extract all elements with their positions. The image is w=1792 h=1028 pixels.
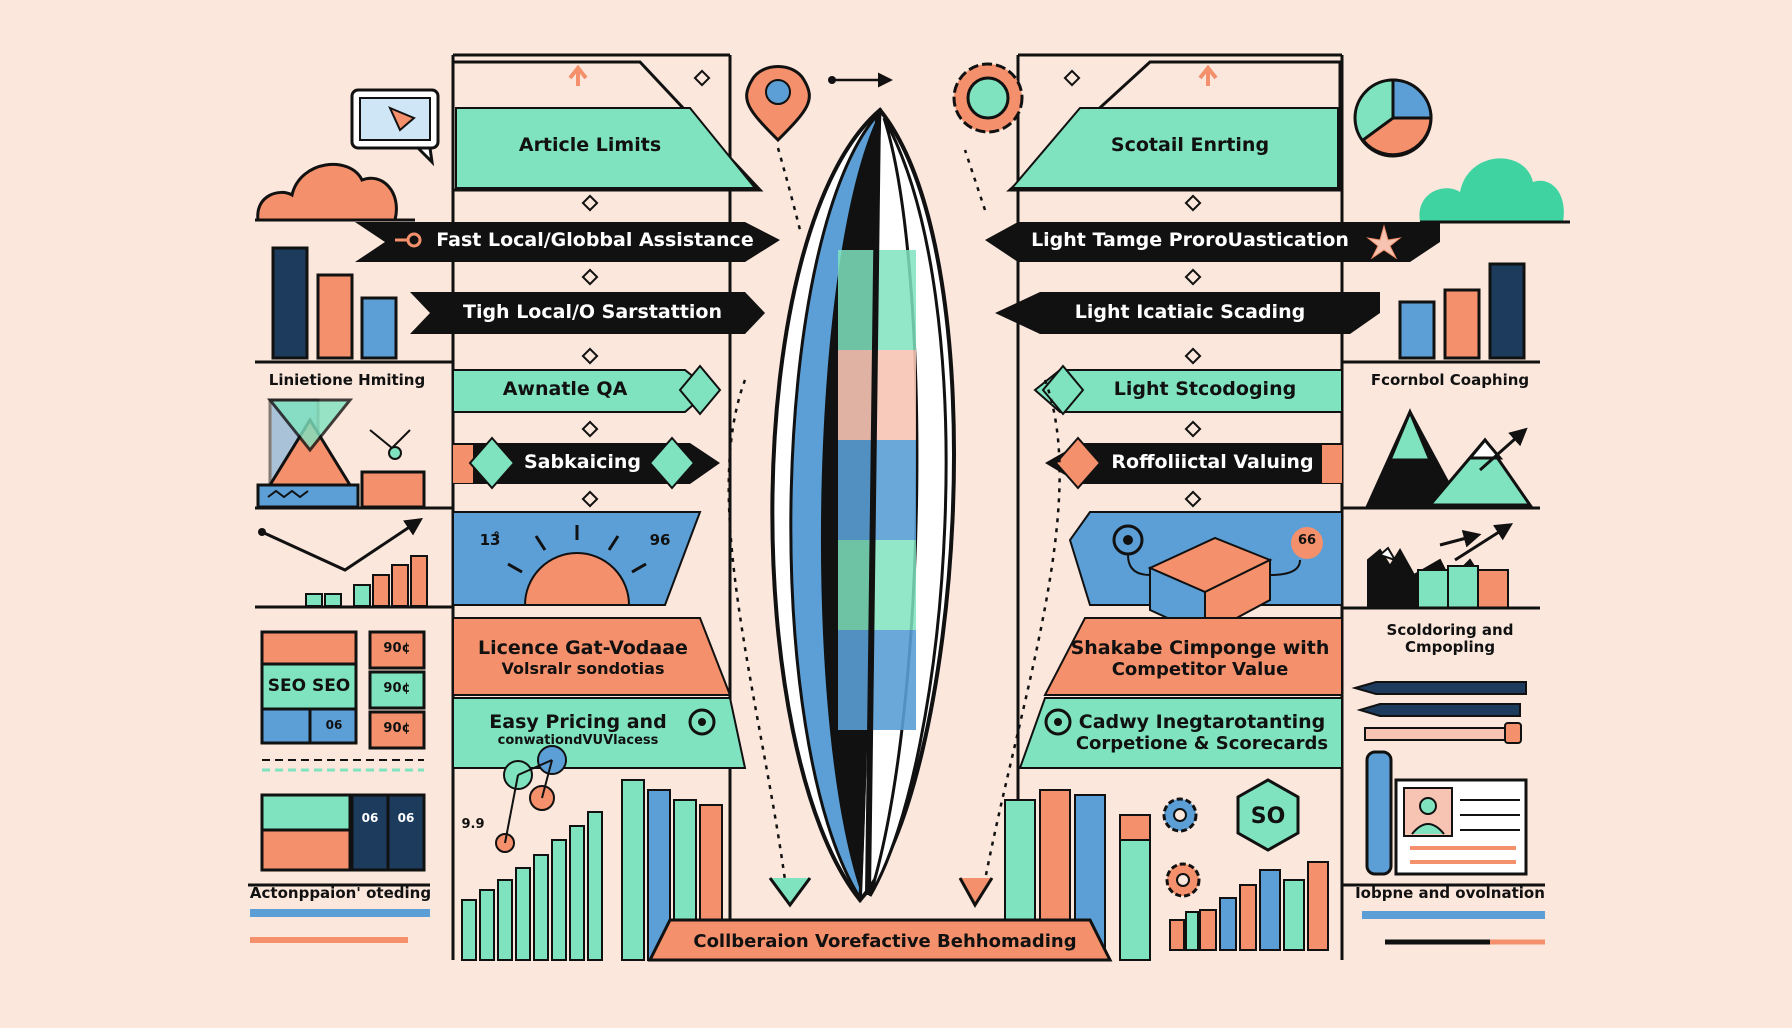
right-block-1-text: Shakabe Cimponge with Competitor Value bbox=[1070, 637, 1330, 680]
gear-icon bbox=[952, 62, 1024, 134]
check-icon bbox=[958, 877, 994, 908]
hexagon-badge-label: SO bbox=[1250, 804, 1286, 829]
scatter-value: 9.9 bbox=[461, 817, 485, 832]
left-block-1 bbox=[452, 617, 732, 696]
left-block-2 bbox=[452, 697, 747, 769]
right-header-shape bbox=[1006, 60, 1342, 192]
left-panel-header: Article Limits bbox=[518, 134, 662, 156]
pie-chart-icon bbox=[1353, 78, 1433, 158]
trend-line-icon bbox=[261, 518, 423, 572]
left-row-2-ribbon bbox=[410, 292, 765, 334]
sun-number-right: 96 bbox=[649, 531, 671, 549]
right-label-evaluation: Iobpne and ovolnation bbox=[1355, 884, 1545, 902]
left-row-3-label: Awnatle QA bbox=[502, 378, 628, 400]
right-row-1-label: Light Tamge ProroUastication bbox=[1031, 229, 1349, 251]
target-icon bbox=[1044, 708, 1072, 736]
sun-rays bbox=[507, 525, 647, 574]
right-small-bars bbox=[1169, 861, 1329, 951]
right-block-2-text: Cadwy Inegtarotanting Corpetione & Score… bbox=[1075, 711, 1329, 754]
seo-table bbox=[260, 630, 426, 750]
left-growth-bars bbox=[305, 555, 428, 607]
sun-icon bbox=[523, 552, 631, 606]
cube-icon bbox=[1147, 536, 1273, 637]
dark-cell-2: 06 bbox=[397, 811, 415, 825]
right-row-1-ribbon bbox=[985, 222, 1440, 262]
left-row-4-ribbon bbox=[453, 443, 720, 484]
diamond-icon bbox=[1054, 436, 1102, 490]
right-label-scaldoring: Scoldoring and Cmpopling bbox=[1386, 621, 1514, 657]
pencil-icons bbox=[1351, 681, 1527, 744]
target-icon bbox=[1112, 524, 1144, 556]
left-lower-table bbox=[260, 793, 426, 872]
hexagon-badge bbox=[1236, 778, 1300, 852]
price-tag-2: 90¢ bbox=[383, 681, 411, 696]
connector-dots bbox=[581, 194, 1202, 508]
left-row-4-label: Sabkaicing bbox=[524, 451, 641, 473]
right-row-2-label: Light Icatiaic Scading bbox=[1074, 301, 1306, 323]
mountain-icon bbox=[1365, 408, 1533, 507]
left-header-shape bbox=[451, 60, 764, 192]
left-row-1-ribbon bbox=[355, 222, 780, 262]
gear-icon bbox=[1162, 797, 1198, 833]
right-row-2-ribbon bbox=[995, 292, 1380, 334]
cloud-icon bbox=[1419, 158, 1564, 222]
right-block-2 bbox=[1018, 697, 1343, 769]
gear-icon bbox=[1165, 862, 1201, 898]
chat-window-icon bbox=[350, 88, 440, 167]
check-icon bbox=[768, 877, 812, 908]
left-block-1-text: Licence Gat-Vodaae Volsralr sondotias bbox=[478, 637, 688, 678]
profile-card-icon bbox=[1365, 750, 1528, 876]
cloud-icon bbox=[256, 163, 398, 222]
left-label-optimization: Actonppaion' oteding bbox=[249, 884, 432, 902]
left-label-limitations: Linietione Hmiting bbox=[268, 371, 426, 389]
dotted-connectors bbox=[727, 147, 1061, 881]
central-lens bbox=[770, 107, 957, 904]
left-bar-chart bbox=[271, 246, 398, 360]
diamond-icon bbox=[468, 436, 516, 490]
dark-cell-1: 06 bbox=[361, 811, 379, 825]
left-row-1-label: Fast Local/Globbal Assistance bbox=[436, 229, 754, 251]
right-panel-header: Scotail Enrting bbox=[1110, 134, 1270, 156]
right-bar-chart bbox=[1398, 262, 1526, 360]
left-block-2-text: Easy Pricing and conwationdVUVlacess bbox=[489, 711, 667, 748]
bottom-banner-label: Collberaion Vorefactive Behhomading bbox=[693, 931, 1077, 952]
right-row-4-label: Roffoliictal Valuing bbox=[1111, 451, 1314, 473]
sun-number-left: 13̊ bbox=[479, 531, 501, 549]
blue-cell-value: 06 bbox=[325, 718, 343, 732]
diamond-icon bbox=[648, 436, 696, 490]
right-label-coaching: Fcornbol Coaphing bbox=[1370, 371, 1530, 389]
seo-label: SEO SEO bbox=[267, 676, 351, 696]
flower-icon bbox=[1366, 224, 1402, 260]
right-row-4-ribbon bbox=[1045, 443, 1342, 484]
target-icon bbox=[688, 708, 716, 736]
price-tag-3: 90¢ bbox=[383, 721, 411, 736]
right-row-3-ribbon bbox=[1033, 369, 1343, 413]
scatter-cluster bbox=[495, 745, 567, 853]
right-block-1 bbox=[1043, 617, 1343, 696]
right-growth-chart bbox=[1367, 546, 1509, 609]
leaf-icon bbox=[678, 364, 722, 416]
box-badge: 66 bbox=[1297, 533, 1317, 548]
up-arrow-icon bbox=[568, 64, 588, 86]
right-row-3-label: Light Stcodoging bbox=[1113, 378, 1297, 400]
bottom-banner-shape bbox=[647, 918, 1113, 962]
mountain-chart-icon bbox=[256, 398, 426, 509]
left-row-2-label: Tigh Local/O Sarstattion bbox=[462, 301, 723, 323]
price-tag-1: 90¢ bbox=[383, 641, 411, 656]
up-arrow-icon bbox=[1198, 64, 1218, 86]
